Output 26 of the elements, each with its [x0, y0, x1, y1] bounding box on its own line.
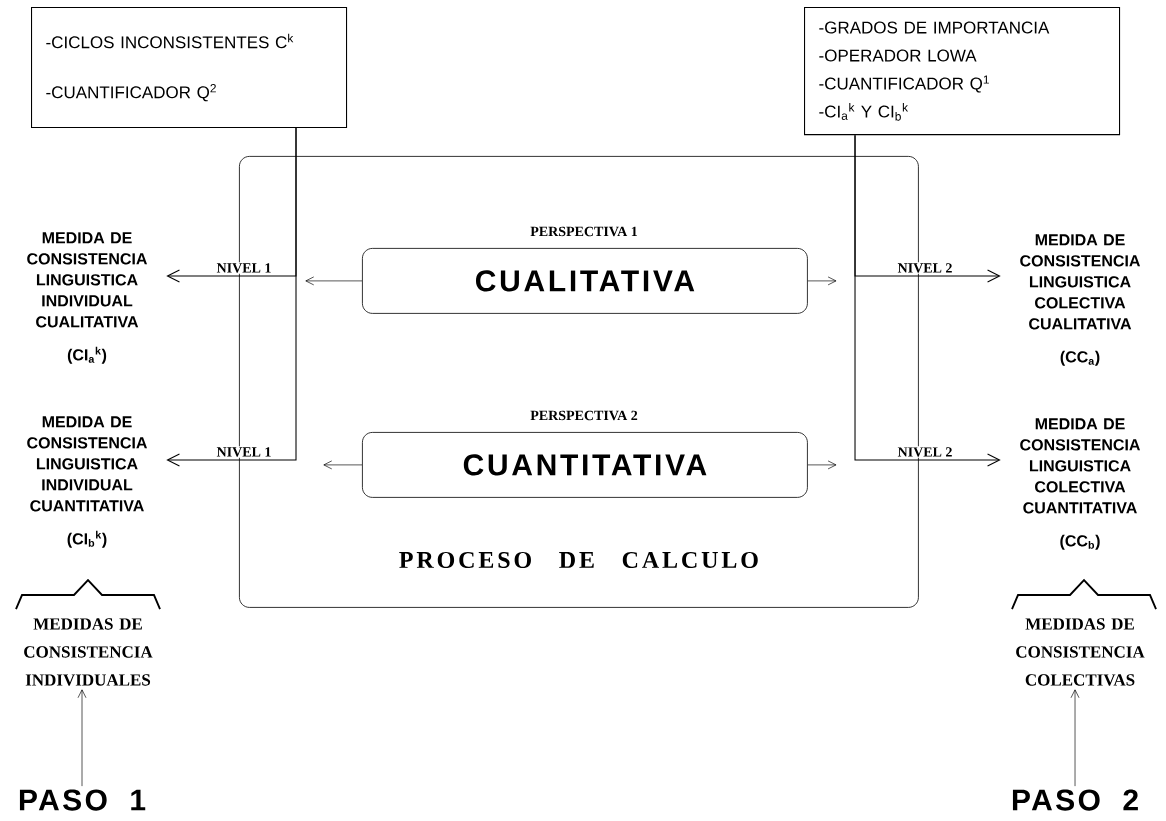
step-label: PASO 2: [1012, 789, 1138, 811]
arrow: [305, 276, 363, 286]
group-label: MEDIDAS DE CONSISTENCIA INDIVIDUALES: [24, 618, 153, 686]
edge-label: NIVEL 2: [896, 446, 954, 458]
measure-label: MEDIDA DE CONSISTENCIA LINGUISTICA INDIVIDUAL CUALITATIVA (CI$_{a}$$^{k}$): [27, 232, 147, 364]
note-box: -CICLOS INCONSISTENTES C$^{k}$ -CUANTIFICADOR Q$^{2}$: [31, 7, 348, 129]
arrow: [807, 276, 837, 286]
arrow: [807, 460, 837, 470]
perspective-box: CUANTITATIVA: [362, 432, 808, 498]
arrow: [854, 134, 1001, 467]
arrow: [1070, 689, 1080, 787]
edge-label: NIVEL 1: [215, 262, 273, 274]
perspective-box: CUALITATIVA: [362, 248, 808, 314]
heading: PERSPECTIVA 1: [530, 226, 637, 237]
arrow: [323, 460, 363, 470]
heading: PERSPECTIVA 2: [530, 410, 638, 421]
edge-label: NIVEL 2: [896, 262, 954, 274]
measure-label: MEDIDA DE CONSISTENCIA LINGUISTICA COLECTIVA CUANTITATIVA (CC$_{b}$): [1020, 418, 1141, 550]
measure-label: MEDIDA DE CONSISTENCIA LINGUISTICA INDIVIDUAL CUANTITATIVA (CI$_{b}$$^{k}$): [27, 416, 147, 548]
note-box: -GRADOS DE IMPORTANCIA -OPERADOR LOWA -CUANTIFICADOR Q$^{1}$ -CI$_{a}$$^{k}$ Y CI$_{b}$k: [804, 7, 1121, 136]
step-label: PASO 1: [19, 789, 146, 811]
arrow: [166, 127, 297, 467]
group-label: MEDIDAS DE CONSISTENCIA COLECTIVAS: [1016, 618, 1145, 686]
measure-label: MEDIDA DE CONSISTENCIA LINGUISTICA COLECTIVA CUALITATIVA (CC$_{a}$): [1020, 234, 1141, 366]
edge-label: NIVEL 1: [215, 446, 273, 458]
arrow: [77, 689, 87, 787]
